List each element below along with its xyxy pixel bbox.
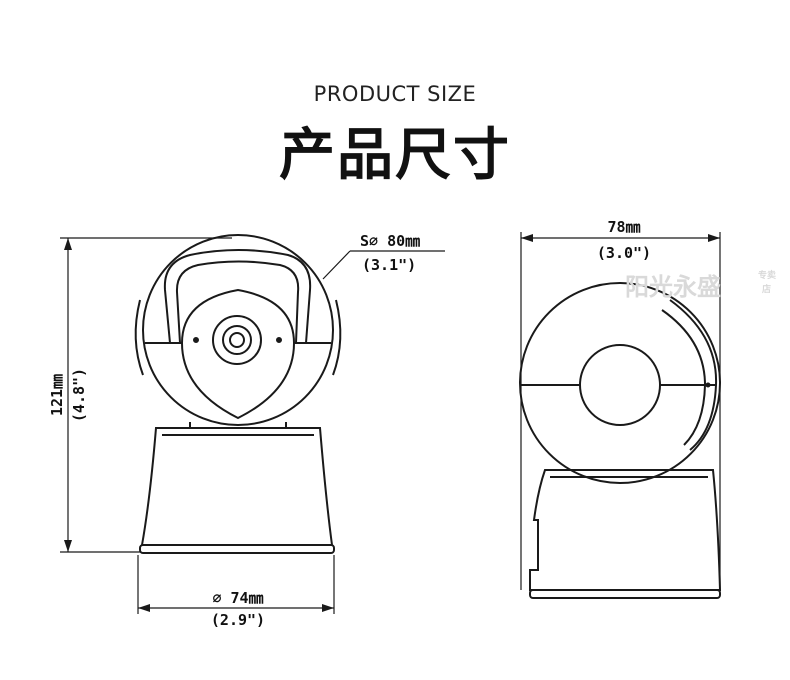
front-view-camera xyxy=(134,234,342,554)
front-sensor-left xyxy=(193,337,199,343)
height-dim-in: (4.8") xyxy=(70,368,88,422)
front-right-bulge xyxy=(332,299,342,376)
subtitle: PRODUCT SIZE xyxy=(313,82,477,106)
dimension-lines xyxy=(60,232,721,614)
side-lens-housing xyxy=(579,344,661,426)
side-base xyxy=(529,469,722,591)
front-yoke-inner xyxy=(175,260,300,344)
side-yoke xyxy=(669,299,718,451)
front-lens-mid xyxy=(222,325,252,355)
front-base xyxy=(140,427,334,546)
dimension-arrows xyxy=(64,234,720,612)
watermark-brand: 阳光永盛 xyxy=(625,273,721,301)
front-base-foot xyxy=(139,544,335,554)
page-title: 产品尺寸 xyxy=(279,123,511,188)
arrow-base-right xyxy=(322,604,334,612)
sphere-leader xyxy=(322,250,351,280)
base-dim-in: (2.9") xyxy=(211,611,265,629)
sphere-dim-mm: S∅ 80㎜ xyxy=(360,232,420,250)
depth-dim-in: (3.0") xyxy=(597,244,651,262)
side-sphere xyxy=(519,282,721,484)
watermark-tag-2: 店 xyxy=(762,283,771,295)
sphere-dim-in: (3.1") xyxy=(362,256,416,274)
side-sensor-dot xyxy=(705,382,711,388)
arrow-height-bottom xyxy=(64,540,72,552)
front-lens-housing xyxy=(180,288,296,420)
front-left-bulge xyxy=(134,299,144,376)
front-sphere xyxy=(142,234,334,426)
front-lens-outer xyxy=(212,315,262,365)
height-dim-mm: 121㎜ xyxy=(48,374,66,416)
watermark-tag-1: 专卖 xyxy=(758,269,776,281)
arrow-base-left xyxy=(138,604,150,612)
base-dim-mm: ∅ 74㎜ xyxy=(212,589,263,607)
front-lens-inner xyxy=(229,332,245,348)
watermark: 阳光永盛 专卖 店 xyxy=(625,269,776,301)
arrow-depth-right xyxy=(708,234,720,242)
front-sensor-right xyxy=(276,337,282,343)
side-base-foot xyxy=(529,589,721,599)
side-view-camera xyxy=(519,282,722,599)
depth-dim-mm: 78㎜ xyxy=(607,218,640,236)
side-yoke-inner xyxy=(661,309,707,446)
arrow-depth-left xyxy=(521,234,533,242)
front-yoke xyxy=(163,249,312,344)
arrow-height-top xyxy=(64,238,72,250)
